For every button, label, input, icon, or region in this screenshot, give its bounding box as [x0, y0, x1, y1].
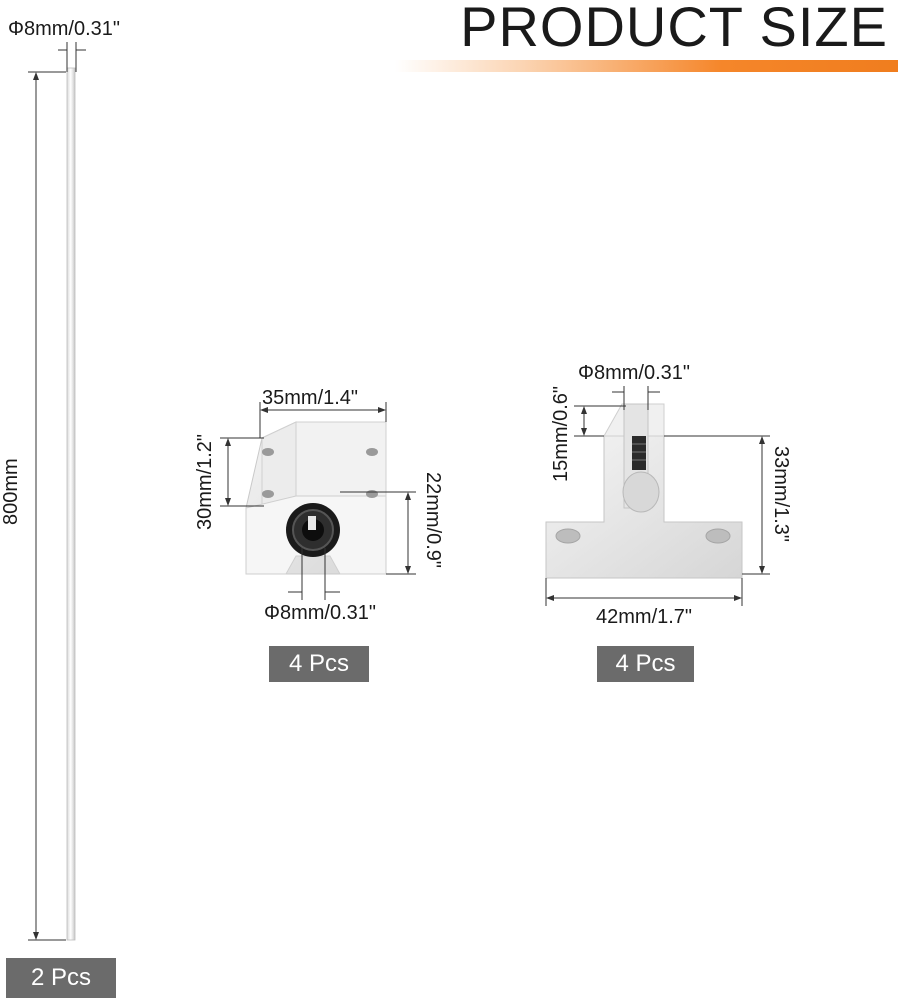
support-qty-badge: 4 Pcs	[597, 646, 694, 682]
title-accent-bar	[395, 60, 898, 72]
bearing-block	[245, 421, 387, 575]
bearing-height-label: 22mm/0.9"	[422, 472, 444, 569]
support-center-height-label: 15mm/0.6"	[550, 385, 572, 482]
linear-rod	[66, 67, 76, 941]
rod-qty-badge: 2 Pcs	[6, 958, 116, 998]
support-width-label: 42mm/1.7"	[596, 606, 693, 628]
rod-diameter-label: Φ8mm/0.31"	[8, 18, 120, 40]
bearing-width-label: 35mm/1.4"	[262, 387, 359, 409]
page-title: PRODUCT SIZE	[460, 0, 888, 58]
rod-length-label: 800mm	[0, 458, 22, 525]
bearing-hole-spacing-label: 30mm/1.2"	[194, 433, 216, 530]
bearing-qty-badge: 4 Pcs	[269, 646, 369, 682]
shaft-support	[545, 403, 743, 579]
support-dimension-lines	[545, 386, 770, 606]
bearing-bore-label: Φ8mm/0.31"	[264, 602, 376, 624]
rod-dimension-lines	[28, 42, 86, 941]
support-bore-label: Φ8mm/0.31"	[578, 362, 690, 384]
bearing-dimension-lines	[220, 402, 416, 600]
support-total-height-label: 33mm/1.3"	[770, 446, 792, 543]
